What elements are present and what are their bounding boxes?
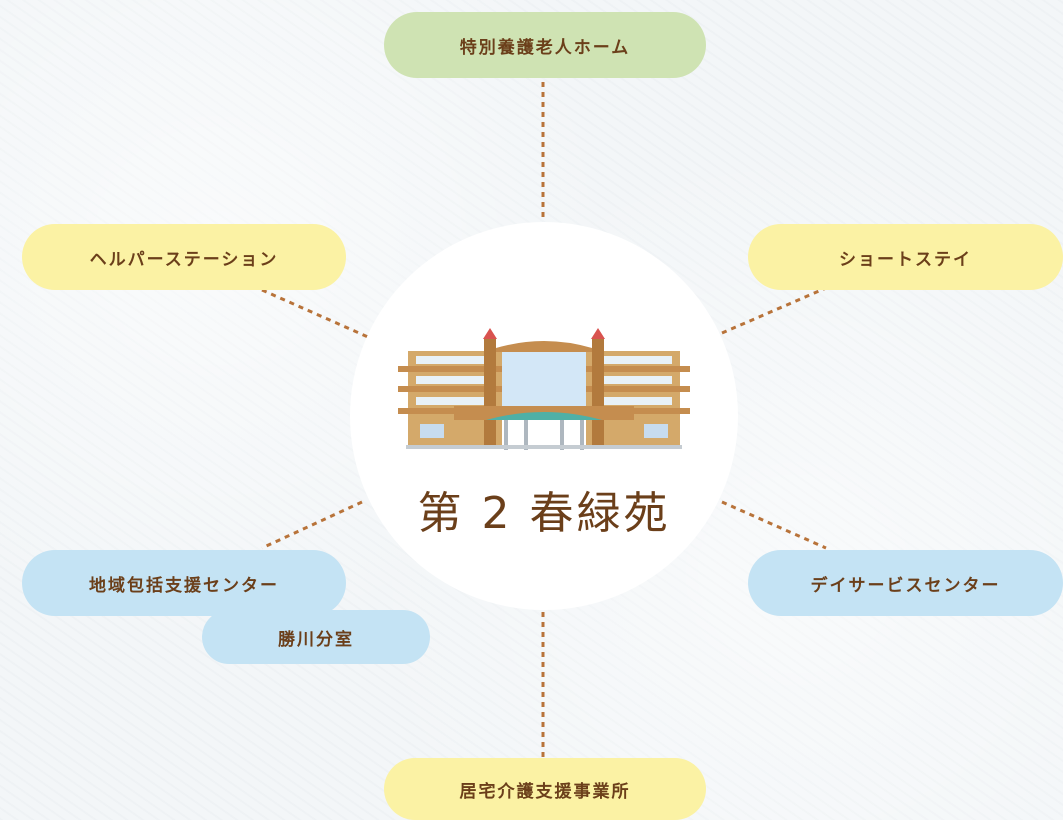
building-icon <box>398 328 690 450</box>
connector-upper-left <box>261 288 369 339</box>
service-houkatsu-center[interactable]: 地域包括支援センター <box>22 550 346 616</box>
service-kachigawa-branch[interactable]: 勝川分室 <box>202 610 430 664</box>
center-circle: 第 2 春緑苑 <box>350 222 738 610</box>
facility-name: 第 2 春緑苑 <box>417 488 671 539</box>
service-short-stay[interactable]: ショートステイ <box>748 224 1063 290</box>
connector-lower-right <box>721 500 827 550</box>
connector-upper-right <box>721 286 827 335</box>
service-tokubetsu-yogo[interactable]: 特別養護老人ホーム <box>384 12 706 78</box>
service-helper-station[interactable]: ヘルパーステーション <box>22 224 346 290</box>
connector-lower-left <box>261 500 363 550</box>
service-day-service[interactable]: デイサービスセンター <box>748 550 1063 616</box>
service-kyotaku-shien[interactable]: 居宅介護支援事業所 <box>384 758 706 820</box>
